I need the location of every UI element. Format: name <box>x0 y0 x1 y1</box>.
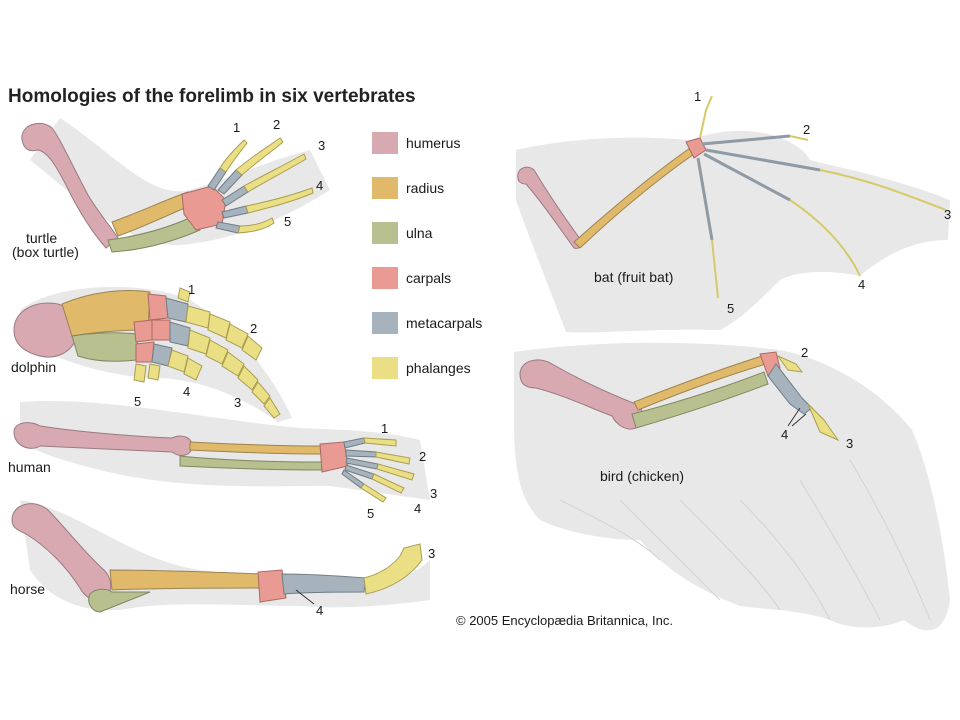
dolphin-flipper <box>13 286 292 422</box>
bird-feather-lines <box>559 459 931 621</box>
horse-carpals <box>257 569 287 603</box>
legend-item-radius: radius <box>372 175 532 203</box>
horse-phalanges <box>363 543 423 595</box>
bat-label: bat (fruit bat) <box>594 269 674 285</box>
human-label: human <box>8 459 51 475</box>
turtle-digit-3: 3 <box>318 138 326 153</box>
bat-phalanges <box>699 95 947 299</box>
horse-digit-4: 4 <box>316 603 324 618</box>
horse-metacarpal <box>281 573 367 595</box>
human-digit-4: 4 <box>414 501 422 516</box>
legend-label-phalanges: phalanges <box>406 360 471 376</box>
bird-phalanges <box>776 354 840 442</box>
turtle-digit-1: 1 <box>233 120 241 135</box>
turtle-ulna <box>107 215 201 253</box>
legend-swatch-carpals <box>372 267 398 289</box>
legend-label-humerus: humerus <box>406 135 461 151</box>
horse-radius <box>109 569 263 591</box>
legend-label-radius: radius <box>406 180 445 196</box>
diagram-title: Homologies of the forelimb in six verteb… <box>8 86 416 107</box>
copyright-notice: © 2005 Encyclopædia Britannica, Inc. <box>456 613 673 628</box>
bird-digit-4: 4 <box>781 427 789 442</box>
horse-digit-3: 3 <box>428 546 436 561</box>
bird-ulna <box>631 371 769 429</box>
turtle-digit-4: 4 <box>316 178 324 193</box>
human-arm <box>13 400 430 503</box>
bird-label: bird (chicken) <box>600 468 685 484</box>
human-digit-5: 5 <box>367 506 375 521</box>
dolphin-digit-2: 2 <box>250 321 258 336</box>
legend-swatch-metacarpals <box>372 312 398 334</box>
bird-wing <box>514 342 950 631</box>
dolphin-ulna <box>71 332 139 362</box>
turtle-forelimb <box>21 118 330 253</box>
turtle-sub-label: (box turtle) <box>12 244 79 260</box>
human-digit-3: 3 <box>430 486 438 501</box>
turtle-digit-2: 2 <box>273 117 281 132</box>
dolphin-digit-4: 4 <box>183 384 191 399</box>
bat-metacarpals <box>696 134 821 241</box>
legend-swatch-phalanges <box>372 357 398 379</box>
legend-item-carpals: carpals <box>372 265 532 293</box>
dolphin-digit-5: 5 <box>134 394 142 409</box>
turtle-digit-5: 5 <box>284 214 292 229</box>
bat-digit-1: 1 <box>694 89 702 104</box>
horse-label: horse <box>10 581 46 597</box>
turtle-shadow <box>30 118 330 246</box>
bat-digit-5: 5 <box>727 301 735 316</box>
bat-digit-4: 4 <box>858 277 866 292</box>
turtle-label: turtle <box>26 230 58 246</box>
human-digit-1: 1 <box>381 421 389 436</box>
legend-swatch-radius <box>372 177 398 199</box>
legend-label-ulna: ulna <box>406 225 433 241</box>
legend-item-humerus: humerus <box>372 130 532 158</box>
legend-label-metacarpals: metacarpals <box>406 315 483 331</box>
human-digit-2: 2 <box>419 449 427 464</box>
human-metacarpals <box>341 437 379 489</box>
legend-item-ulna: ulna <box>372 220 532 248</box>
bird-digit-4-pointers <box>787 407 807 427</box>
horse-leg <box>11 500 430 613</box>
dolphin-digit-1: 1 <box>188 282 196 297</box>
bat-digit-3: 3 <box>944 207 952 222</box>
bat-membrane <box>516 130 950 333</box>
horse-ulna <box>88 588 151 613</box>
bat-digit-2: 2 <box>803 122 811 137</box>
bird-digit-3: 3 <box>846 436 854 451</box>
human-phalanges <box>360 437 415 503</box>
legend-item-metacarpals: metacarpals <box>372 310 532 338</box>
legend-swatch-ulna <box>372 222 398 244</box>
legend-item-phalanges: phalanges <box>372 355 532 383</box>
dolphin-phalanges <box>133 287 281 419</box>
dolphin-carpals <box>133 293 171 363</box>
dolphin-label: dolphin <box>11 359 57 375</box>
legend-label-carpals: carpals <box>406 270 452 286</box>
bat-wing <box>516 95 950 333</box>
bird-metacarpals <box>767 363 813 415</box>
bird-digit-2: 2 <box>801 345 809 360</box>
dolphin-digit-3: 3 <box>234 395 242 410</box>
legend-swatch-humerus <box>372 132 398 154</box>
horse-digit-4-pointer <box>295 589 315 605</box>
turtle-phalanges <box>219 137 314 234</box>
